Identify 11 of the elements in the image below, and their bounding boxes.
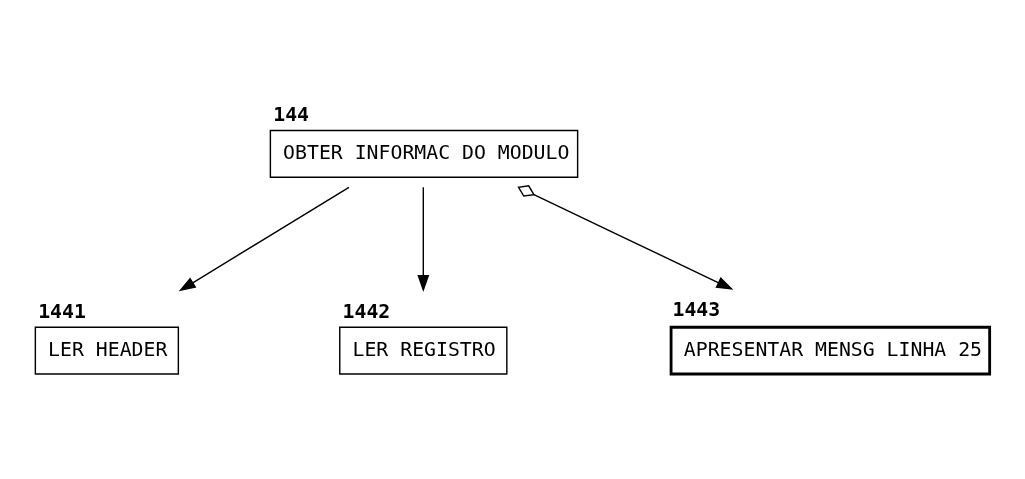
node-box: LER HEADER xyxy=(34,326,180,375)
node-label: 144 xyxy=(273,102,310,126)
node-box: APRESENTAR MENSG LINHA 25 xyxy=(669,325,992,376)
arrow xyxy=(178,186,350,292)
node-label: 1441 xyxy=(38,299,86,323)
arrow xyxy=(517,185,734,290)
arrow xyxy=(417,186,430,293)
node-label: 1442 xyxy=(342,299,391,323)
node-label: 1443 xyxy=(672,298,721,322)
node-box: LER REGISTRO xyxy=(339,326,508,375)
node-box: OBTER INFORMAC DO MODULO xyxy=(269,129,579,178)
